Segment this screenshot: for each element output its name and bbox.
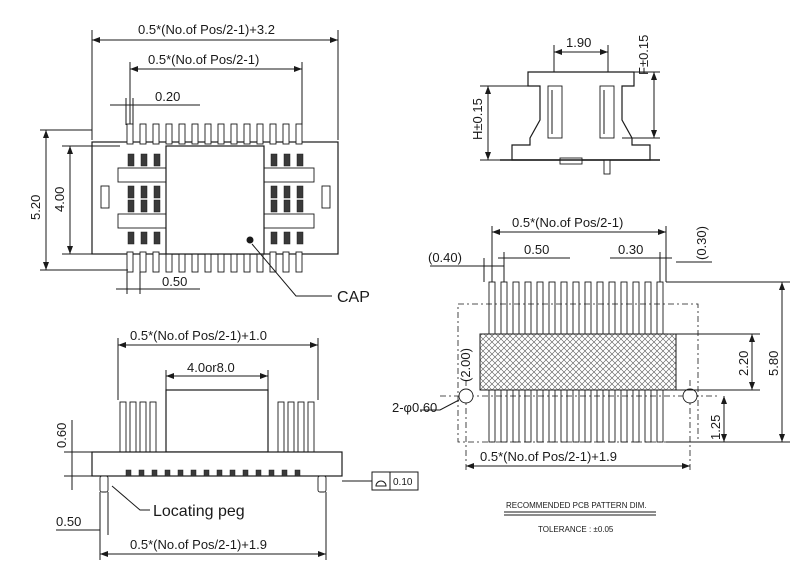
- front-contacts: [119, 401, 315, 453]
- front-dim-bottom: 0.5*(No.of Pos/2-1)+1.9: [130, 537, 267, 552]
- top-dim-pitch: 0.50: [162, 274, 187, 289]
- pcb-dim-125: 1.25: [708, 415, 723, 440]
- pcb-dim-200: (2.00): [458, 348, 473, 382]
- front-view: 0.5*(No.of Pos/2-1)+1.0 4.0or8.0: [54, 328, 419, 560]
- pcb-hole-left: [458, 388, 474, 404]
- top-dim-overall: 0.5*(No.of Pos/2-1)+3.2: [138, 22, 275, 37]
- pcb-title: RECOMMENDED PCB PATTERN DIM.: [506, 501, 647, 510]
- cap-marker: [246, 236, 254, 244]
- top-dim-height-outer: 5.20: [28, 195, 43, 220]
- pcb-dim-030-paren: (0.30): [694, 226, 709, 260]
- front-dim-cap: 4.0or8.0: [187, 360, 235, 375]
- side-view: 1.90 F±0.15 H±0.15: [470, 35, 660, 175]
- pcb-pads-lower: [488, 389, 664, 443]
- top-dim-height-inner: 4.00: [52, 187, 67, 212]
- flatness-value: 0.10: [393, 477, 413, 488]
- front-dim-height: 0.60: [54, 423, 69, 448]
- top-dim-pin-width: 0.20: [155, 89, 180, 104]
- pcb-hole-right: [682, 388, 698, 404]
- top-view: 0.5*(No.of Pos/2-1)+3.2 0.5*(No.of Pos/2…: [28, 22, 370, 306]
- pcb-dim-pitch-span: 0.5*(No.of Pos/2-1): [512, 215, 623, 230]
- side-dim-pitch: 1.90: [566, 35, 591, 50]
- top-cap: [165, 145, 265, 255]
- pcb-dim-220: 2.20: [736, 351, 751, 376]
- side-dim-h: H±0.15: [470, 98, 485, 140]
- cap-label: CAP: [337, 289, 370, 306]
- top-pins-upper: [126, 123, 303, 145]
- pcb-dim-030: 0.30: [618, 242, 643, 257]
- front-dim-overall: 0.5*(No.of Pos/2-1)+1.0: [130, 328, 267, 343]
- pcb-tolerance: TOLERANCE : ±0.05: [538, 525, 614, 534]
- pcb-dim-bottom: 0.5*(No.of Pos/2-1)+1.9: [480, 449, 617, 464]
- front-dim-peg-offset: 0.50: [56, 514, 81, 529]
- locating-peg-right: [317, 475, 327, 493]
- pcb-pattern: 0.5*(No.of Pos/2-1) (0.40) 0.50 0.30 (0.…: [392, 215, 790, 534]
- top-dim-pitch-span: 0.5*(No.of Pos/2-1): [148, 52, 259, 67]
- pcb-dim-hole: 2-φ0.60: [392, 400, 437, 415]
- top-pins-lower: [126, 251, 303, 273]
- pcb-pads-upper: [488, 281, 664, 335]
- pcb-dim-040: (0.40): [428, 250, 462, 265]
- side-dim-f: F±0.15: [636, 35, 651, 75]
- pcb-dim-580: 5.80: [766, 351, 781, 376]
- locating-peg-left: [99, 475, 109, 493]
- front-pins: [125, 469, 301, 477]
- pcb-keepout: [479, 333, 677, 391]
- locating-peg-label: Locating peg: [153, 503, 245, 520]
- pcb-dim-050: 0.50: [524, 242, 549, 257]
